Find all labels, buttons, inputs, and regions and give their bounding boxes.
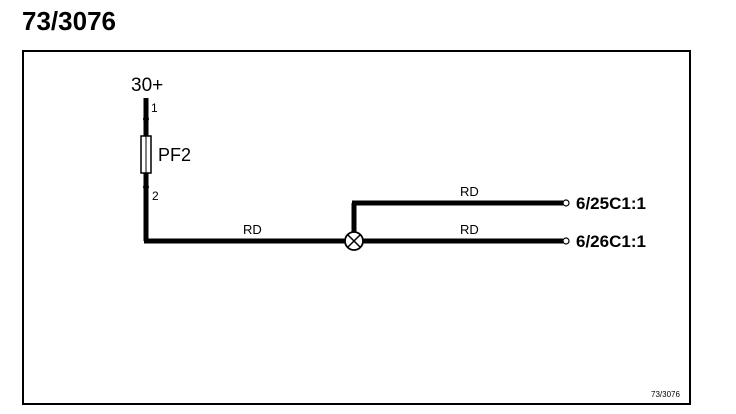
upper-wire-label: RD: [460, 184, 479, 199]
fuse-pin-1-label: 1: [151, 101, 158, 115]
footer-reference: 73/3076: [651, 390, 680, 399]
upper-connector-label: 6/25C1:1: [576, 194, 646, 213]
supply-label: 30+: [131, 75, 163, 96]
upper-connector-terminal: [562, 199, 570, 207]
splice-icon: [344, 231, 364, 251]
lower-connector-label: 6/26C1:1: [576, 232, 646, 251]
main-wire-label: RD: [243, 222, 262, 237]
lower-wire-label: RD: [460, 222, 479, 237]
fuse-pin-2-label: 2: [152, 189, 159, 203]
fuse-label: PF2: [158, 145, 191, 165]
diagram-title: 73/3076: [22, 6, 116, 36]
fuse-pin-1-dot: [143, 116, 149, 122]
lower-connector-terminal: [562, 237, 570, 245]
fuse-pin-2-dot: [143, 184, 149, 190]
diagram-frame: [22, 50, 691, 405]
